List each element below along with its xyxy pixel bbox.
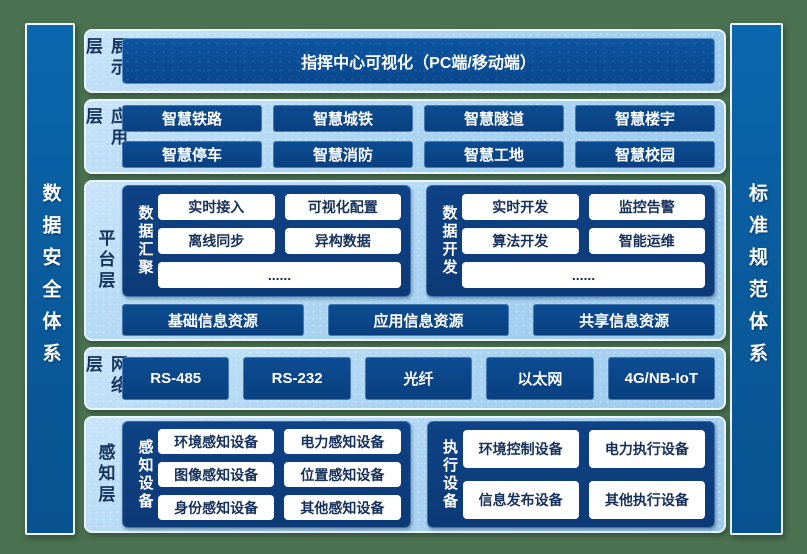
standards-pillar-label: 标准规范体系 [746, 183, 767, 375]
standards-pillar: 标准规范体系 [730, 23, 783, 535]
chip-other-sensing: 其他感知设备 [284, 495, 401, 520]
layer-platform-content: 数据汇聚 实时接入 可视化配置 离线同步 异构数据 ...... [122, 185, 716, 336]
chip-basic-info-resource: 基础信息资源 [122, 304, 304, 336]
data-development-group-label: 数据开发 [436, 205, 462, 277]
sensing-devices-label-text: 感知设备 [136, 438, 154, 511]
platform-groups: 数据汇聚 实时接入 可视化配置 离线同步 异构数据 ...... [122, 185, 715, 297]
data-security-pillar: 数据安全体系 [25, 23, 75, 535]
chip-aggregation-more: ...... [158, 262, 401, 288]
chip-application-info-resource: 应用信息资源 [327, 304, 510, 336]
app-chip-smart-campus: 智慧校园 [575, 141, 715, 168]
information-resources-row: 基础信息资源 应用信息资源 共享信息资源 [122, 304, 716, 336]
chip-fiber: 光纤 [364, 357, 473, 400]
app-chip-smart-metro: 智慧城铁 [273, 105, 413, 132]
execution-devices-label-text: 执行设备 [441, 438, 458, 511]
sensing-devices-group-label: 感知设备 [132, 439, 158, 511]
chip-shared-info-resource: 共享信息资源 [533, 304, 716, 336]
chip-4g-nbiot: 4G/NB-IoT [607, 357, 716, 400]
data-development-label-text: 数据开发 [440, 205, 458, 277]
layer-network-content: RS-485 RS-232 光纤 以太网 4G/NB-IoT [122, 355, 716, 402]
app-chip-smart-fire: 智慧消防 [273, 141, 413, 168]
app-chip-smart-site: 智慧工地 [424, 141, 564, 168]
sensing-devices-grid: 环境感知设备 电力感知设备 图像感知设备 位置感知设备 身份感知设备 其他感知设… [158, 429, 401, 520]
layer-application-content: 智慧铁路 智慧城铁 智慧隧道 智慧楼宇 智慧停车 智慧消防 智慧工地 智慧校园 [122, 105, 715, 168]
chip-algorithm-dev: 算法开发 [462, 228, 579, 254]
chip-ethernet: 以太网 [486, 357, 594, 400]
layer-stack: 展示层 指挥中心可视化（PC端/移动端） 应用层 智慧铁路 智慧城铁 智慧隧道 … [83, 29, 726, 533]
chip-development-more: ...... [462, 262, 705, 288]
data-aggregation-label-text: 数据汇聚 [136, 205, 154, 277]
chip-monitor-alert: 监控告警 [588, 194, 705, 220]
chip-rs485: RS-485 [122, 357, 230, 400]
platform-content: 数据汇聚 实时接入 可视化配置 离线同步 异构数据 ...... [122, 185, 716, 336]
chip-identity-sensing: 身份感知设备 [158, 495, 275, 520]
app-chip-smart-railway: 智慧铁路 [122, 105, 262, 132]
execution-devices-group: 执行设备 环境控制设备 电力执行设备 信息发布设备 其他执行设备 [426, 421, 715, 528]
chip-visual-config: 可视化配置 [284, 194, 401, 220]
app-chip-smart-tunnel: 智慧隧道 [424, 105, 564, 132]
data-aggregation-group: 数据汇聚 实时接入 可视化配置 离线同步 异构数据 ...... [122, 185, 411, 297]
data-development-group: 数据开发 实时开发 监控告警 算法开发 智能运维 ...... [426, 185, 715, 297]
layer-perception-label: 感知层 [88, 424, 122, 525]
chip-power-sensing: 电力感知设备 [284, 429, 401, 454]
chip-info-publishing: 信息发布设备 [462, 481, 579, 519]
execution-devices-grid: 环境控制设备 电力执行设备 信息发布设备 其他执行设备 [462, 430, 705, 519]
layer-network: 网络层 RS-485 RS-232 光纤 以太网 4G/NB-IoT [83, 347, 726, 410]
layer-display-label: 展示层 [83, 37, 127, 85]
data-development-grid: 实时开发 监控告警 算法开发 智能运维 ...... [462, 194, 705, 288]
layer-platform: 平台层 数据汇聚 实时接入 可视化配置 离线同步 异构 [84, 180, 726, 341]
data-aggregation-group-label: 数据汇聚 [132, 205, 158, 277]
execution-devices-group-label: 执行设备 [437, 439, 463, 511]
chip-env-sensing: 环境感知设备 [158, 429, 275, 454]
chip-intelligent-ops: 智能运维 [588, 228, 705, 254]
app-chip-smart-building: 智慧楼宇 [575, 105, 715, 132]
sensing-devices-group: 感知设备 环境感知设备 电力感知设备 图像感知设备 位置感知设备 身份感知设备 … [122, 421, 411, 528]
layer-perception-label-text: 感知层 [95, 443, 115, 506]
chip-heterogeneous-data: 异构数据 [284, 228, 401, 254]
chip-power-execution: 电力执行设备 [588, 430, 705, 468]
layer-display-content: 指挥中心可视化（PC端/移动端） [122, 37, 715, 85]
layer-network-label: 网络层 [83, 355, 127, 402]
chip-rs232: RS-232 [243, 357, 351, 400]
chip-env-control: 环境控制设备 [462, 430, 579, 468]
data-security-pillar-label: 数据安全体系 [39, 183, 61, 375]
app-chip-smart-parking: 智慧停车 [122, 141, 262, 168]
layer-perception-content: 感知设备 环境感知设备 电力感知设备 图像感知设备 位置感知设备 身份感知设备 … [122, 421, 715, 528]
perception-groups: 感知设备 环境感知设备 电力感知设备 图像感知设备 位置感知设备 身份感知设备 … [122, 421, 715, 528]
chip-location-sensing: 位置感知设备 [284, 462, 401, 487]
chip-realtime-dev: 实时开发 [462, 194, 579, 220]
layer-application-label: 应用层 [83, 107, 127, 166]
command-center-banner: 指挥中心可视化（PC端/移动端） [122, 38, 715, 84]
layer-perception: 感知层 感知设备 环境感知设备 电力感知设备 图像感知设备 位置感知设备 身份感… [84, 416, 726, 533]
chip-realtime-access: 实时接入 [158, 194, 275, 220]
layer-platform-label: 平台层 [88, 188, 122, 333]
layer-platform-label-text: 平台层 [95, 229, 115, 292]
layer-application: 应用层 智慧铁路 智慧城铁 智慧隧道 智慧楼宇 智慧停车 智慧消防 智慧工地 智… [83, 99, 726, 174]
data-aggregation-grid: 实时接入 可视化配置 离线同步 异构数据 ...... [158, 194, 401, 288]
layer-display: 展示层 指挥中心可视化（PC端/移动端） [83, 29, 726, 93]
chip-image-sensing: 图像感知设备 [158, 462, 275, 487]
application-chip-grid: 智慧铁路 智慧城铁 智慧隧道 智慧楼宇 智慧停车 智慧消防 智慧工地 智慧校园 [122, 105, 715, 168]
chip-other-execution: 其他执行设备 [588, 481, 705, 519]
network-chip-row: RS-485 RS-232 光纤 以太网 4G/NB-IoT [122, 357, 716, 400]
chip-offline-sync: 离线同步 [158, 228, 275, 254]
